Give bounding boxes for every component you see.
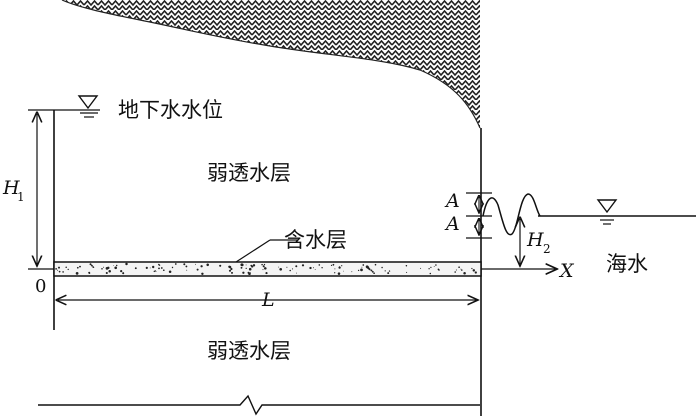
groundwater-level-label: 地下水水位 [118,98,223,122]
tide-wave-curve [482,193,541,236]
upper-aquitard-label: 弱透水层 [207,161,291,185]
h1-label: H [2,177,20,199]
h1-subscript: 1 [17,190,25,204]
aquifer-speckles [55,262,477,276]
h2-subscript: 2 [543,242,551,256]
lower-aquitard-label: 弱透水层 [207,339,291,363]
groundwater-level-symbol [77,95,99,118]
h2-label: H [526,229,544,251]
bottom-break-line [38,394,480,416]
aquifer-leader-line [235,239,271,263]
seawater-label: 海水 [606,252,648,276]
aquifer-label: 含水层 [284,228,347,252]
amp-lower-label: A [444,213,460,235]
sea-level-symbol [596,199,618,225]
aquifer-layer [53,261,482,277]
origin-label: 0 [35,276,46,297]
x-axis-label: X [558,260,575,282]
amp-upper-label: A [444,190,460,212]
l-label: L [261,289,275,311]
rock-boundary-line [61,0,481,129]
rock-formation [62,0,480,128]
